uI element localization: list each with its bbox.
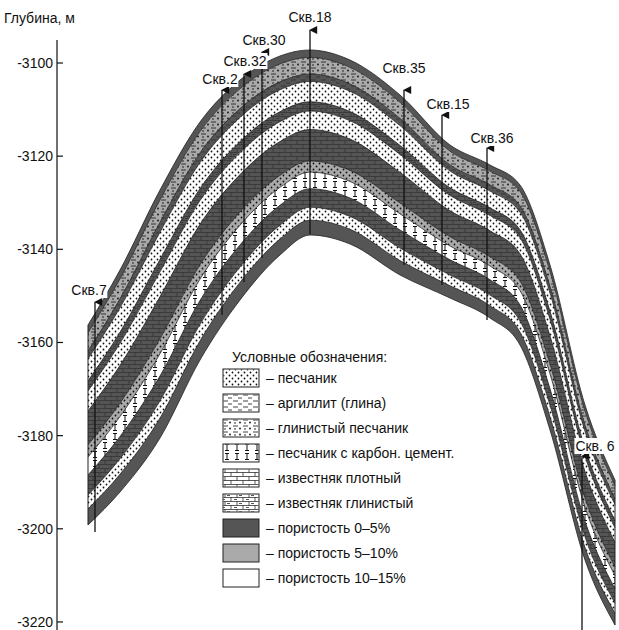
legend-item: – аргиллит (глина) xyxy=(222,393,386,413)
legend-item: – глинистый песчаник xyxy=(222,418,408,438)
depth-value: -3120 xyxy=(17,148,53,164)
well-trajectory xyxy=(581,456,582,630)
legend-swatch xyxy=(222,493,260,513)
legend-item: – песчаник с карбон. цемент. xyxy=(222,443,454,463)
axis-tick xyxy=(57,435,63,436)
well-trajectory xyxy=(486,148,487,320)
well-label: Скв.36 xyxy=(469,130,514,146)
swatch-pattern xyxy=(224,495,259,512)
rock-layer xyxy=(88,220,615,625)
swatch-pattern xyxy=(224,470,259,487)
swatch-color xyxy=(223,544,259,562)
legend-item: – пористость 5–10% xyxy=(222,543,398,563)
swatch-color xyxy=(223,519,259,537)
legend-swatch xyxy=(222,368,260,388)
axis-title: Глубина, м xyxy=(4,10,75,26)
swatch-frame xyxy=(223,394,259,412)
depth-value: -3180 xyxy=(17,428,53,444)
legend-text: – глинистый песчаник xyxy=(266,420,408,436)
swatch-frame xyxy=(223,419,259,437)
well-trajectory xyxy=(441,115,442,285)
well-label: Скв.18 xyxy=(287,9,332,25)
swatch-pattern xyxy=(224,395,259,412)
section-edge xyxy=(615,480,616,625)
legend-text: – песчаник с карбон. цемент. xyxy=(266,445,454,461)
layer-boundary xyxy=(88,235,615,625)
depth-value: -3220 xyxy=(17,614,53,630)
well-trajectory xyxy=(309,30,310,234)
legend-text: – известняк плотный xyxy=(266,470,401,486)
well-label: Скв.7 xyxy=(70,282,107,298)
depth-value: -3100 xyxy=(17,55,53,71)
legend-text: – пористость 0–5% xyxy=(266,520,390,536)
depth-value: -3160 xyxy=(17,334,53,350)
well-label: Скв.35 xyxy=(381,60,426,76)
axis-tick xyxy=(57,249,63,250)
swatch-frame xyxy=(223,469,259,487)
depth-value: -3140 xyxy=(17,241,53,257)
well-label: Скв. 6 xyxy=(574,438,615,454)
well-trajectory xyxy=(243,74,244,282)
legend-item: – пористость 10–15% xyxy=(222,568,406,588)
legend-text: – песчаник xyxy=(266,370,337,386)
depth-value: -3200 xyxy=(17,521,53,537)
well-trajectory xyxy=(221,90,222,315)
legend-text: – пористость 10–15% xyxy=(266,570,406,586)
legend-text: – аргиллит (глина) xyxy=(266,395,386,411)
legend-item: – известняк глинистый xyxy=(222,493,413,513)
swatch-frame xyxy=(223,444,259,462)
swatch-pattern xyxy=(224,370,259,387)
legend: – песчаник – аргиллит (глина) – глинистый … xyxy=(218,344,480,590)
legend-swatch xyxy=(222,443,260,463)
axis-tick xyxy=(57,62,63,63)
well-label: Скв.15 xyxy=(425,96,470,112)
well-trajectory xyxy=(94,302,95,532)
legend-item: – известняк плотный xyxy=(222,468,401,488)
legend-swatch xyxy=(222,468,260,488)
well-label: Скв.32 xyxy=(222,53,267,69)
well-label: Скв.2 xyxy=(201,71,238,87)
section-edge xyxy=(88,325,89,525)
legend-swatch xyxy=(222,393,260,413)
layer-boundary xyxy=(88,220,615,613)
legend-swatch xyxy=(222,568,260,588)
legend-swatch xyxy=(222,518,260,538)
legend-text: – известняк глинистый xyxy=(266,495,413,511)
swatch-pattern xyxy=(224,445,259,462)
well-label: Скв.30 xyxy=(241,32,286,48)
legend-title: Условные обозначения: xyxy=(232,349,387,365)
depth-axis xyxy=(56,40,57,630)
well-trajectory xyxy=(403,90,404,265)
axis-tick xyxy=(57,621,63,622)
axis-tick xyxy=(57,528,63,529)
legend-item: – песчаник xyxy=(222,368,337,388)
well-trajectory xyxy=(261,52,262,258)
swatch-frame xyxy=(223,369,259,387)
swatch-frame xyxy=(223,494,259,512)
axis-tick xyxy=(57,156,63,157)
legend-text: – пористость 5–10% xyxy=(266,545,398,561)
legend-swatch xyxy=(222,543,260,563)
legend-swatch xyxy=(222,418,260,438)
swatch-color xyxy=(223,569,259,587)
axis-tick xyxy=(57,342,63,343)
legend-item: – пористость 0–5% xyxy=(222,518,390,538)
swatch-pattern xyxy=(224,420,259,437)
